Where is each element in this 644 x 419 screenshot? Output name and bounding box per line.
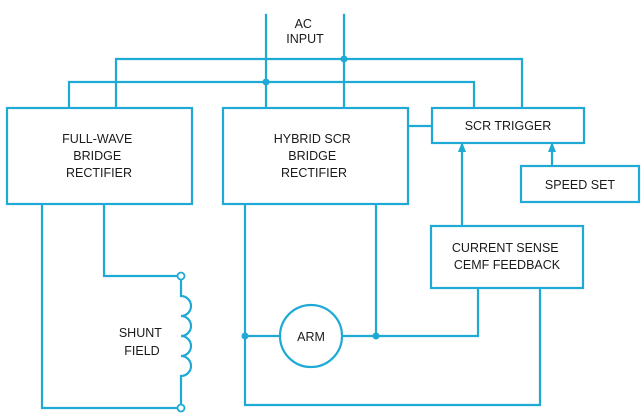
armature-left-wire [243,202,542,407]
armature-circuit [241,202,542,407]
armature-circle [278,303,344,369]
armature-label: ARM [297,330,325,344]
ac-input-label: AC INPUT [286,17,324,46]
current-sense-box [429,224,585,290]
speed-set-label: SPEED SET [545,178,616,192]
scr-trigger-box [430,106,586,145]
hybrid-scr-rectifier-label: HYBRID SCR BRIDGE RECTIFIER [274,132,355,180]
current-sense-label: CURRENT SENSE CEMF FEEDBACK [452,241,562,272]
field-wire-bottom [40,202,179,410]
junction-dot [372,332,380,340]
shunt-field-label: SHUNT FIELD [119,326,165,358]
speed-set-box [519,164,641,204]
junction-dot [262,78,270,86]
ac-input-wires [67,13,524,110]
full-wave-rectifier-label: FULL-WAVE BRIDGE RECTIFIER [62,132,136,180]
shunt-field-coil [179,274,193,407]
full-wave-rectifier-box [5,106,194,206]
hybrid-scr-rectifier-box [221,106,410,206]
field-terminal [176,403,186,413]
field-circuit [40,202,193,413]
field-wire-top [102,202,179,278]
scr-trigger-label: SCR TRIGGER [465,119,552,133]
junction-dot [340,55,348,63]
lower-bus [67,80,476,110]
field-terminal [176,271,186,281]
upper-bus [114,57,524,110]
junction-dot [241,332,249,340]
arm-right-lead [340,286,480,338]
